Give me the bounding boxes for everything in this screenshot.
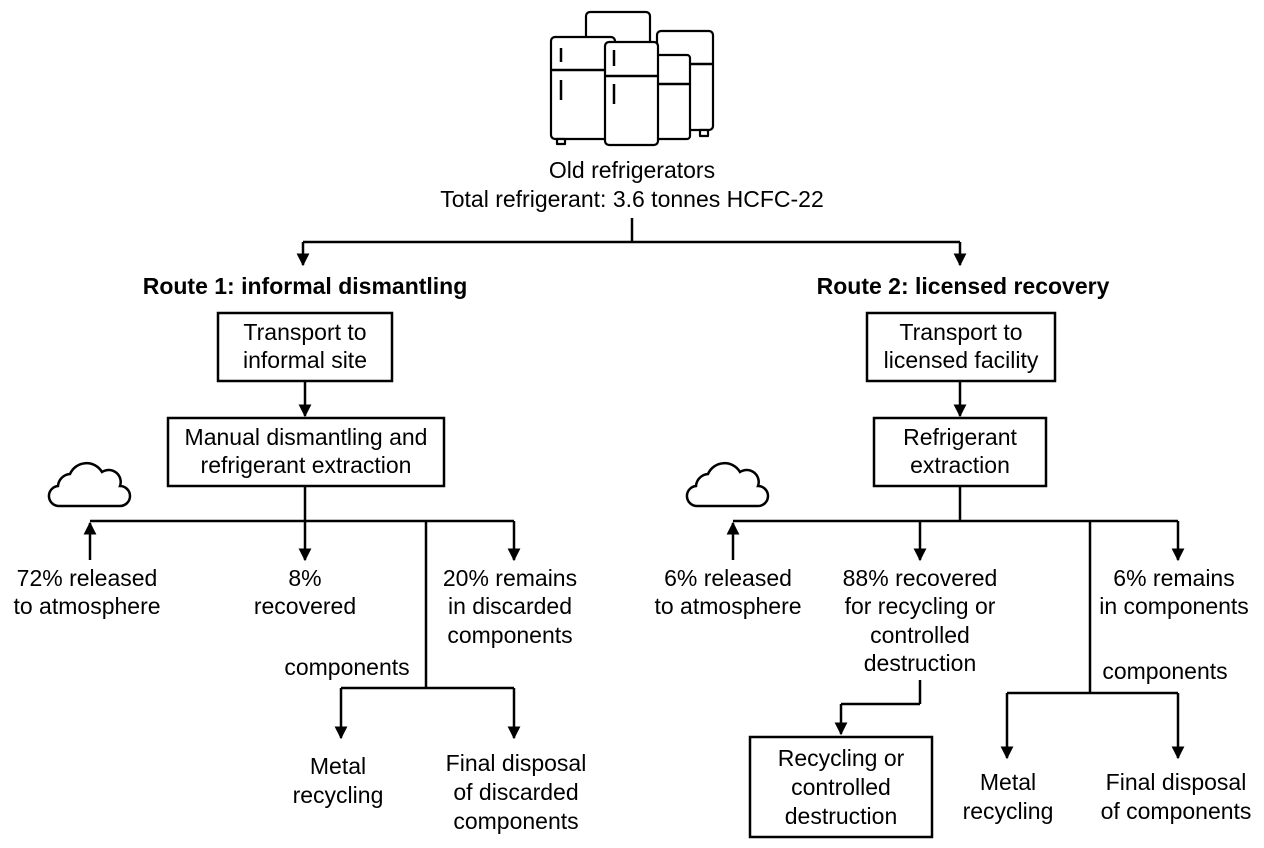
refrigerators-icon	[549, 10, 715, 147]
route2-extraction-box: Refrigerant extraction	[872, 416, 1048, 488]
route1-heading: Route 1: informal dismantling	[143, 273, 468, 299]
route1-transport-line1: Transport to	[243, 319, 366, 345]
route2-final-disposal-label: Final disposal of components	[1101, 769, 1252, 824]
svg-text:to atmosphere: to atmosphere	[654, 593, 801, 619]
svg-text:Final disposal: Final disposal	[446, 750, 587, 776]
svg-text:components: components	[453, 808, 578, 834]
route2-heading: Route 2: licensed recovery	[817, 273, 1110, 299]
source-title: Old refrigerators	[549, 157, 715, 183]
route2-extraction-line1: Refrigerant	[903, 424, 1017, 450]
svg-text:in components: in components	[1099, 593, 1249, 619]
cloud-icon	[47, 461, 132, 508]
svg-text:Final disposal: Final disposal	[1106, 769, 1247, 795]
svg-text:Metal: Metal	[310, 753, 366, 779]
svg-text:in discarded: in discarded	[448, 593, 572, 619]
route2-transport-line2: licensed facility	[884, 347, 1039, 373]
svg-text:components: components	[447, 622, 572, 648]
route2-extraction-line2: extraction	[910, 452, 1010, 478]
route2-transport-box: Transport to licensed facility	[865, 311, 1057, 383]
svg-text:recycling: recycling	[293, 782, 384, 808]
svg-text:recycling: recycling	[963, 798, 1054, 824]
route1-metal-recycling-label: Metal recycling	[293, 753, 384, 808]
route2-remains-label: 6% remains in components	[1099, 565, 1249, 619]
svg-text:Metal: Metal	[980, 769, 1036, 795]
route2-recycling-box: Recycling or controlled destruction	[748, 735, 934, 839]
svg-text:controlled: controlled	[791, 774, 891, 800]
svg-text:8%: 8%	[288, 565, 321, 591]
source-subtitle: Total refrigerant: 3.6 tonnes HCFC-22	[440, 186, 824, 212]
svg-text:of discarded: of discarded	[453, 779, 578, 805]
svg-text:6% remains: 6% remains	[1113, 565, 1234, 591]
route2-transport-line1: Transport to	[899, 319, 1022, 345]
route2-released-label: 6% released to atmosphere	[654, 565, 801, 619]
route1-recovered-label: 8% recovered	[254, 565, 356, 619]
svg-text:of components: of components	[1101, 798, 1252, 824]
svg-text:controlled: controlled	[870, 622, 970, 648]
route1-extraction-box: Manual dismantling and refrigerant extra…	[166, 416, 446, 488]
svg-text:Recycling or: Recycling or	[778, 745, 905, 771]
svg-text:88% recovered: 88% recovered	[843, 565, 998, 591]
svg-text:for recycling or: for recycling or	[845, 593, 996, 619]
route2-components-label: components	[1102, 658, 1227, 684]
svg-text:destruction: destruction	[785, 803, 898, 829]
route1-transport-line2: informal site	[243, 347, 367, 373]
svg-text:destruction: destruction	[864, 650, 977, 676]
route2-recovered-label: 88% recovered for recycling or controlle…	[843, 565, 998, 676]
svg-text:to atmosphere: to atmosphere	[13, 593, 160, 619]
route2-split-connector	[726, 486, 1185, 760]
route1-split-connector	[83, 486, 521, 740]
route1-transport-box: Transport to informal site	[216, 311, 394, 383]
route1-extraction-line2: refrigerant extraction	[201, 452, 412, 478]
svg-text:6% released: 6% released	[664, 565, 792, 591]
route2-metal-recycling-label: Metal recycling	[963, 769, 1054, 824]
route1-final-disposal-label: Final disposal of discarded components	[446, 750, 587, 834]
svg-text:20% remains: 20% remains	[443, 565, 577, 591]
cloud-icon	[685, 461, 770, 508]
svg-text:72% released: 72% released	[17, 565, 158, 591]
route1-extraction-line1: Manual dismantling and	[185, 424, 428, 450]
route1-components-label: components	[284, 654, 409, 680]
svg-text:recovered: recovered	[254, 593, 356, 619]
top-split-connector	[296, 218, 967, 267]
route1-remains-label: 20% remains in discarded components	[443, 565, 577, 648]
route1-released-label: 72% released to atmosphere	[13, 565, 160, 619]
